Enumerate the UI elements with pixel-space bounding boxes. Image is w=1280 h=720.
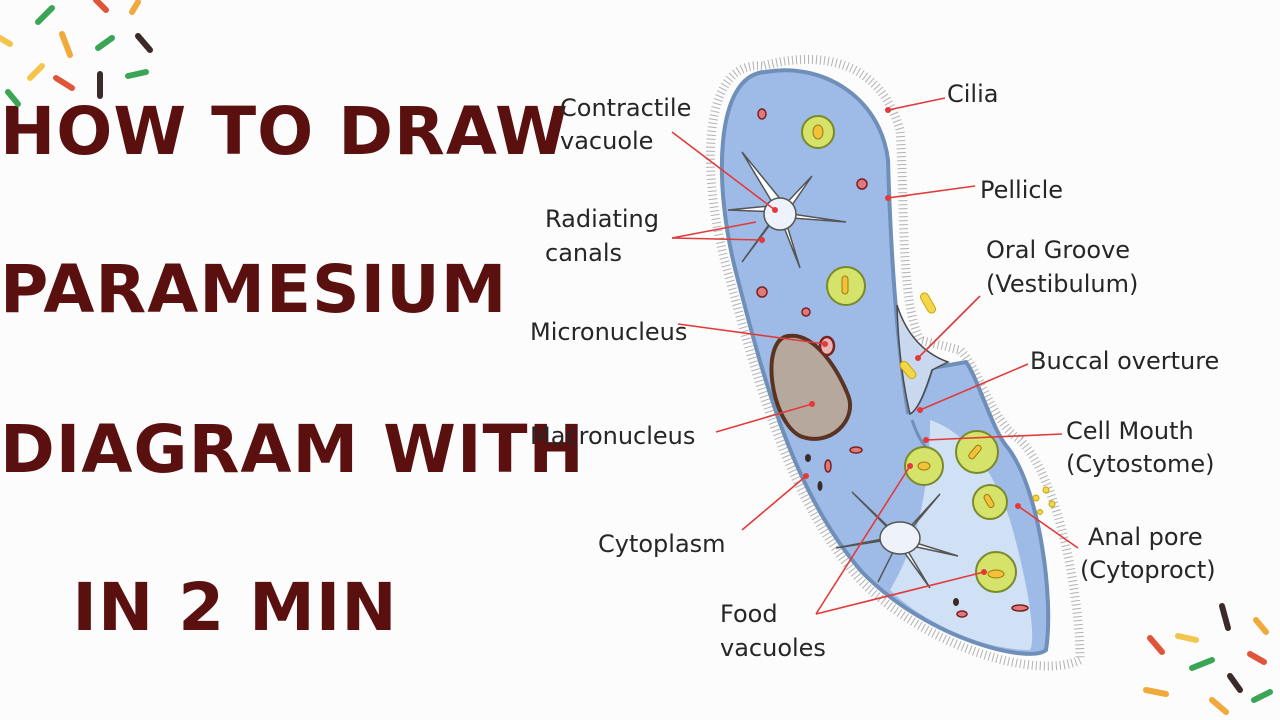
label-oral-groove-2: (Vestibulum) <box>986 270 1138 298</box>
label-cilia: Cilia <box>947 80 998 108</box>
label-oral-groove-1: Oral Groove <box>986 236 1130 264</box>
oral-groove <box>896 304 950 416</box>
label-buccal-overture: Buccal overture <box>1030 347 1219 375</box>
label-cell-mouth-1: Cell Mouth <box>1066 417 1194 445</box>
title-line-2: PARAMESIUM <box>0 251 508 328</box>
label-anal-pore-2: (Cytoproct) <box>1080 556 1216 584</box>
label-cell-mouth-2: (Cytostome) <box>1066 450 1215 478</box>
label-food-vacuoles-2: vacuoles <box>720 634 826 662</box>
sprinkles-top-left <box>0 0 153 107</box>
label-food-vacuoles-1: Food <box>720 600 778 628</box>
leader-lines <box>671 97 1079 615</box>
label-anal-pore-1: Anal pore <box>1088 523 1203 551</box>
label-contractile-vacuole-2: vacuole <box>560 127 653 155</box>
leader-dots <box>759 107 1021 575</box>
contractile-vacuole-bottom <box>835 491 959 589</box>
label-radiating-canals-2: canals <box>545 239 622 267</box>
label-micronucleus: Micronucleus <box>530 318 687 346</box>
label-cytoplasm: Cytoplasm <box>598 530 726 558</box>
macronucleus <box>769 333 852 441</box>
dark-granules <box>805 454 959 606</box>
label-contractile-vacuole-1: Contractile <box>560 94 691 122</box>
food-vacuole-contents <box>812 124 1005 579</box>
contractile-vacuole-top <box>727 151 847 269</box>
food-particles <box>899 292 1056 515</box>
cytoplasmic-granules <box>756 108 1029 618</box>
label-radiating-canals-1: Radiating <box>545 205 659 233</box>
title-line-4: IN 2 MIN <box>72 569 398 646</box>
food-vacuoles <box>801 115 1017 593</box>
sprinkles-bottom-right <box>1143 603 1273 715</box>
label-macronucleus: Macronucleus <box>530 422 695 450</box>
label-pellicle: Pellicle <box>980 176 1063 204</box>
